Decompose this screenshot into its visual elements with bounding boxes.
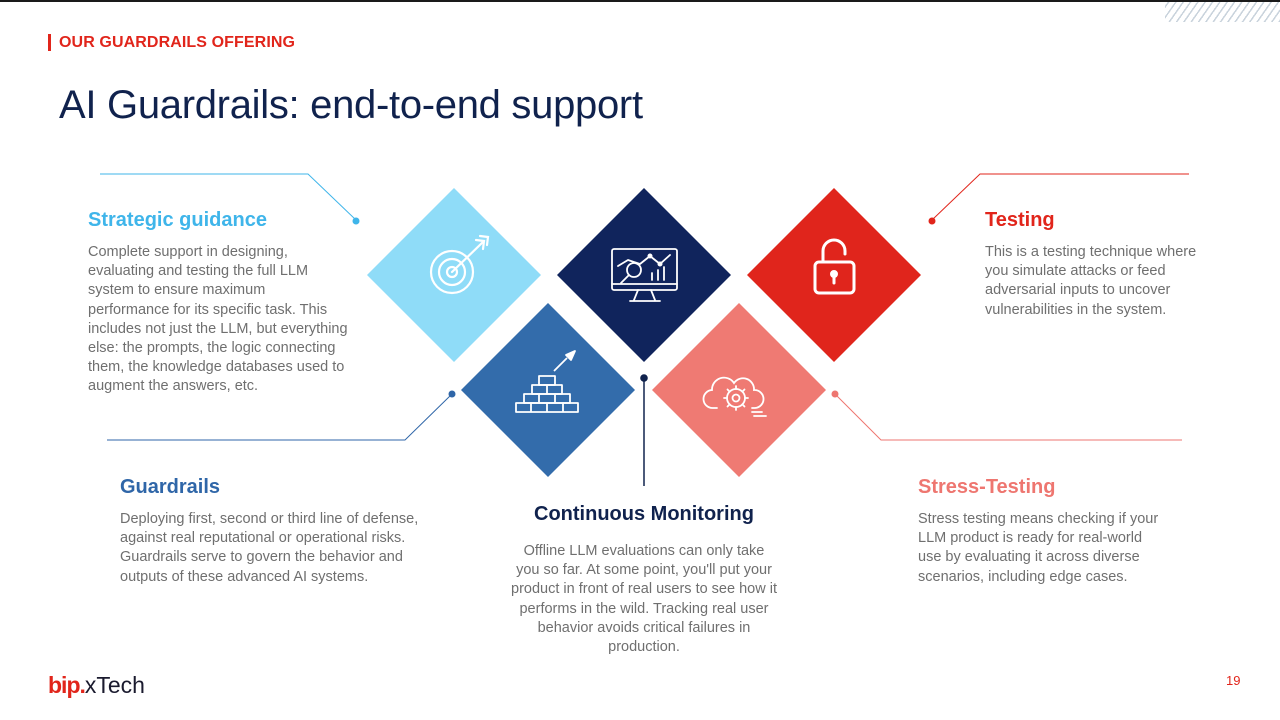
strategic-guidance-title: Strategic guidance: [88, 209, 267, 231]
connector-strategic: [100, 173, 360, 225]
continuous-monitoring-block: Continuous Monitoring Offline LLM evalua…: [510, 503, 778, 657]
continuous-monitoring-text: Offline LLM evaluations can only take yo…: [511, 543, 777, 656]
connector-testing: [928, 173, 1189, 225]
brick-wall-icon: [515, 350, 579, 413]
guardrails-text: Deploying first, second or third line of…: [120, 511, 419, 585]
stress-testing-block: Stress-Testing Stress testing means chec…: [918, 476, 1168, 587]
section-accent-bar: [48, 34, 51, 51]
top-border: [0, 0, 1280, 2]
continuous-monitoring-title: Continuous Monitoring: [534, 503, 754, 525]
guardrails-title: Guardrails: [120, 476, 221, 498]
stress-testing-text: Stress testing means checking if your LL…: [918, 511, 1159, 585]
cloud-gear-icon: [702, 376, 767, 417]
connector-stress: [831, 390, 1182, 441]
corner-hatch-decoration: [1165, 2, 1280, 22]
monitor-analytics-icon: [611, 248, 678, 302]
diamond-testing: [747, 188, 921, 362]
connector-monitoring: [640, 374, 648, 486]
strategic-guidance-text: Complete support in designing, evaluatin…: [88, 244, 348, 395]
connector-guardrails: [107, 390, 456, 441]
company-logo: bip.xTech: [48, 672, 145, 699]
stress-testing-title: Stress-Testing: [918, 476, 1056, 498]
page-number: 19: [1226, 673, 1241, 688]
testing-title: Testing: [985, 209, 1055, 231]
strategic-guidance-block: Strategic guidance Complete support in d…: [88, 209, 348, 397]
diamond-stress: [652, 303, 826, 477]
testing-text: This is a testing technique where you si…: [985, 244, 1197, 318]
logo-mark: bip.: [48, 672, 86, 698]
logo-text: xTech: [84, 672, 145, 698]
guardrails-block: Guardrails Deploying first, second or th…: [120, 476, 420, 587]
diamond-strategic: [367, 188, 541, 362]
testing-block: Testing This is a testing technique wher…: [985, 209, 1200, 320]
page-title: AI Guardrails: end-to-end support: [59, 83, 643, 127]
section-label: OUR GUARDRAILS OFFERING: [59, 34, 296, 51]
diamond-guardrails: [461, 303, 635, 477]
target-icon: [429, 234, 490, 295]
padlock-icon: [813, 238, 856, 295]
diamond-monitoring: [557, 188, 731, 362]
